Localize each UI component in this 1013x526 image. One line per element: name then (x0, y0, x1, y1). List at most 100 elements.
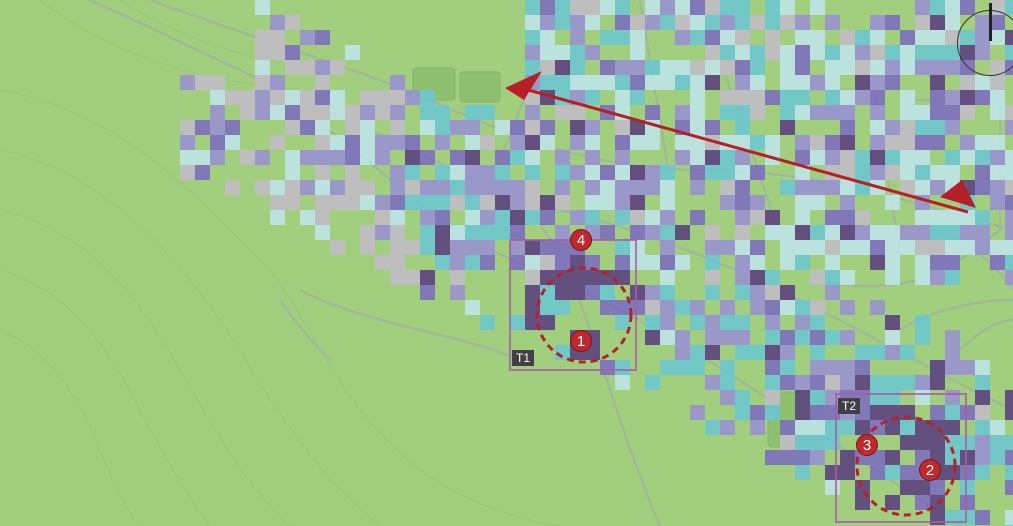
density-cell (375, 105, 390, 120)
density-cell (1005, 510, 1013, 525)
density-cell (525, 30, 540, 45)
density-cell (1005, 405, 1013, 420)
density-cell (615, 75, 630, 90)
density-cell (795, 330, 810, 345)
density-cell (585, 0, 600, 15)
density-cell (780, 180, 795, 195)
marker-3[interactable]: 3 (856, 434, 878, 456)
density-cell (390, 105, 405, 120)
density-cell (810, 435, 825, 450)
density-cell (585, 195, 600, 210)
tile-label-t2: T2 (838, 398, 861, 414)
density-cell (990, 75, 1005, 90)
tile-label-t1: T1 (512, 350, 535, 366)
marker-4[interactable]: 4 (570, 229, 592, 251)
density-cell (750, 15, 765, 30)
density-cell (270, 195, 285, 210)
density-cell (630, 135, 645, 150)
density-cell (480, 165, 495, 180)
density-cell (375, 150, 390, 165)
density-cell (360, 195, 375, 210)
density-cell (705, 225, 720, 240)
density-cell (810, 300, 825, 315)
density-cell (795, 165, 810, 180)
density-cell (930, 270, 945, 285)
density-cell (915, 0, 930, 15)
density-cell (960, 240, 975, 255)
density-cell (690, 150, 705, 165)
density-cell (525, 60, 540, 75)
density-cell (720, 180, 735, 195)
density-cell (780, 375, 795, 390)
density-cell (795, 105, 810, 120)
density-cell (885, 420, 900, 435)
density-cell (795, 300, 810, 315)
density-cell (420, 150, 435, 165)
density-cell (630, 240, 645, 255)
density-cell (975, 465, 990, 480)
density-cell (510, 225, 525, 240)
density-cell (660, 285, 675, 300)
density-cell (495, 225, 510, 240)
density-cell (825, 150, 840, 165)
density-cell (690, 360, 705, 375)
density-cell (1005, 150, 1013, 165)
density-cell (990, 450, 1005, 465)
density-cell (330, 90, 345, 105)
density-cell (765, 390, 780, 405)
density-cell (870, 135, 885, 150)
density-cell (930, 480, 945, 495)
density-cell (855, 375, 870, 390)
density-cell (555, 165, 570, 180)
density-cell (765, 450, 780, 465)
density-cell (660, 210, 675, 225)
marker-1[interactable]: 1 (570, 330, 592, 352)
density-cell (465, 195, 480, 210)
marker-2[interactable]: 2 (919, 459, 941, 481)
density-cell (660, 240, 675, 255)
density-cell (480, 225, 495, 240)
density-cell (855, 45, 870, 60)
density-cell (915, 390, 930, 405)
density-cell (810, 150, 825, 165)
density-cell (450, 120, 465, 135)
density-cell (1005, 225, 1013, 240)
focus-circle-t2 (855, 415, 957, 517)
density-cell (570, 210, 585, 225)
density-cell (750, 240, 765, 255)
density-cell (780, 300, 795, 315)
density-cell (495, 150, 510, 165)
density-cell (1005, 195, 1013, 210)
density-cell (630, 75, 645, 90)
density-cell (705, 60, 720, 75)
density-cell (675, 360, 690, 375)
density-cell (570, 120, 585, 135)
density-cell (555, 300, 570, 315)
density-cell (705, 15, 720, 30)
density-cell (765, 210, 780, 225)
density-cell (435, 165, 450, 180)
density-cell (525, 180, 540, 195)
density-cell (915, 165, 930, 180)
density-cell (210, 75, 225, 90)
density-cell (915, 330, 930, 345)
density-cell (300, 120, 315, 135)
density-cell (855, 30, 870, 45)
density-cell (465, 210, 480, 225)
density-cell (1005, 465, 1013, 480)
density-cell (555, 240, 570, 255)
density-cell (750, 165, 765, 180)
density-cell (555, 255, 570, 270)
density-cell (705, 30, 720, 45)
density-cell (300, 210, 315, 225)
density-cell (675, 30, 690, 45)
density-cell (360, 120, 375, 135)
density-cell (510, 255, 525, 270)
density-cell (765, 405, 780, 420)
density-cell (645, 375, 660, 390)
density-cell (525, 300, 540, 315)
density-cell (360, 90, 375, 105)
density-cell (765, 300, 780, 315)
density-cell (930, 375, 945, 390)
